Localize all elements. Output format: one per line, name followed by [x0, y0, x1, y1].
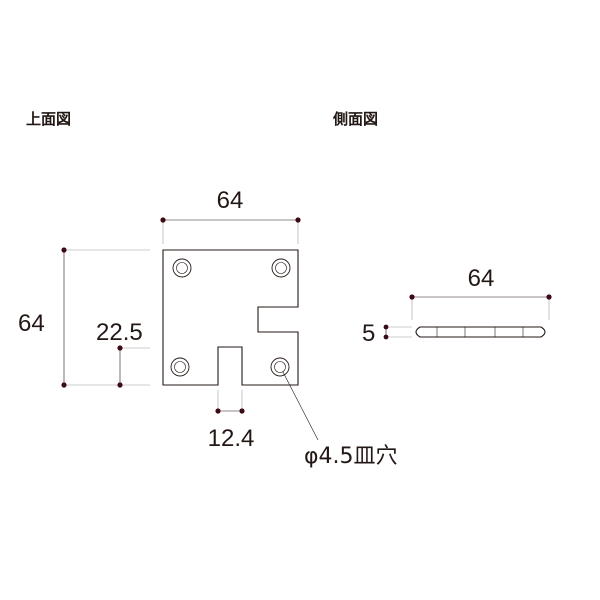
plate-outline — [162, 249, 299, 386]
dimension-width-label: 64 — [217, 187, 244, 214]
top-view: 64 64 22.5 12.4 — [18, 187, 398, 469]
dimension-offset-label: 22.5 — [96, 319, 143, 346]
countersunk-hole-bottom-left — [170, 357, 190, 377]
side-view-heading: 側面図 — [332, 110, 378, 128]
dimension-width: 64 — [160, 187, 301, 244]
dimension-thickness: 5 — [362, 320, 412, 347]
plate-profile — [415, 326, 546, 338]
dimension-length: 64 — [409, 265, 552, 320]
hole-callout: φ4.5皿穴 — [282, 371, 398, 469]
top-view-heading: 上面図 — [26, 110, 71, 128]
hole-callout-label: φ4.5皿穴 — [304, 444, 398, 469]
countersunk-hole-top-left — [172, 258, 192, 278]
dimension-height-label: 64 — [18, 310, 45, 337]
dimension-length-label: 64 — [468, 265, 495, 292]
dimension-thickness-label: 5 — [362, 320, 375, 347]
countersunk-hole-top-right — [271, 258, 291, 278]
dimension-slot-width-label: 12.4 — [208, 425, 255, 452]
dimension-slot-width: 12.4 — [208, 390, 255, 452]
side-view: 64 5 — [362, 265, 552, 347]
dimension-height: 64 — [18, 247, 150, 388]
dimension-offset: 22.5 — [96, 319, 150, 388]
countersunk-hole-bottom-right — [270, 357, 290, 377]
